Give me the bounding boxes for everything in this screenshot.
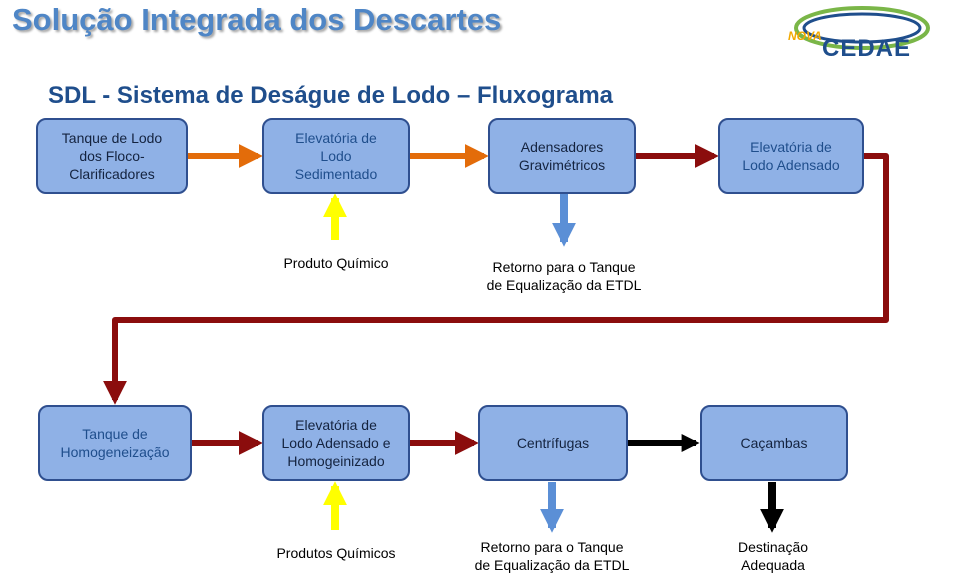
box-centrifugas: Centrífugas	[478, 405, 628, 481]
slide-title: Solução Integrada dos Descartes	[12, 2, 502, 37]
label-retorno-2: Retorno para o Tanque de Equalização da …	[474, 539, 630, 573]
box-elevatoria-lodo-adensado: Elevatória de Lodo Adensado	[718, 118, 864, 194]
label-produtos-quimicos: Produtos Químicos	[276, 545, 396, 561]
slide-subtitle: SDL - Sistema de Deságue de Lodo – Fluxo…	[48, 82, 614, 109]
box-tanque-homogeneizacao: Tanque de Homogeneização	[38, 405, 192, 481]
box-elevatoria-lodo-homogeinizado: Elevatória de Lodo Adensado e Homogeiniz…	[262, 405, 410, 481]
box-adensadores-gravimetricos-label: Adensadores Gravimétricos	[518, 139, 606, 173]
box-elevatoria-lodo-adensado-label: Elevatória de Lodo Adensado	[742, 139, 840, 173]
label-produto-quimico: Produto Químico	[283, 255, 389, 271]
box-centrifugas-label: Centrífugas	[516, 435, 590, 451]
logo-cedae-text: CEDAE	[822, 35, 911, 62]
box-elevatoria-lodo-sedimentado: Elevatória de Lodo Sedimentado	[262, 118, 410, 194]
cedae-logo-graphic: NOVA CEDAE	[788, 6, 930, 62]
box-tanque-de-lodo-label: Tanque de Lodo dos Floco- Clarificadores	[61, 130, 163, 182]
box-cacambas-label: Caçambas	[740, 435, 808, 451]
box-tanque-homogeneizacao-label: Tanque de Homogeneização	[60, 426, 170, 460]
logo-nova-text: NOVA	[788, 29, 822, 43]
connector-row1-to-row2	[103, 153, 889, 405]
box-elevatoria-lodo-sedimentado-label: Elevatória de Lodo Sedimentado	[294, 130, 378, 182]
cedae-logo: NOVA CEDAE	[786, 0, 946, 67]
box-elevatoria-lodo-homogeinizado-label: Elevatória de Lodo Adensado e Homogeiniz…	[281, 417, 391, 469]
box-adensadores-gravimetricos: Adensadores Gravimétricos	[488, 118, 636, 194]
box-tanque-de-lodo: Tanque de Lodo dos Floco- Clarificadores	[36, 118, 188, 194]
box-cacambas: Caçambas	[700, 405, 848, 481]
label-retorno-1: Retorno para o Tanque de Equalização da …	[486, 259, 642, 293]
label-destinacao-adequada: Destinação Adequada	[737, 539, 809, 573]
